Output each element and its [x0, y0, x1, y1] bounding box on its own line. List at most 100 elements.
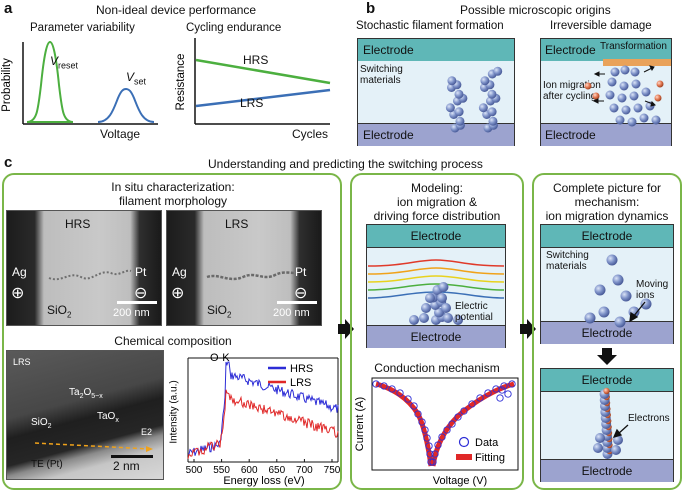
- iv-data-point: [396, 389, 404, 397]
- material-particle: [617, 93, 627, 103]
- tem-hrs-scale-label: 200 nm: [113, 307, 150, 319]
- tem-hrs-scalebar: [117, 301, 157, 304]
- damage-title: Irreversible damage: [550, 20, 652, 32]
- panel-a-plots: Probability Resistance: [1, 38, 331, 125]
- material-particle: [610, 67, 620, 77]
- material-particle: [627, 117, 637, 127]
- complete1-particles: [584, 254, 652, 328]
- arrows-overlay: [612, 301, 646, 439]
- iv-data-point: [443, 426, 451, 434]
- iv-data-point: [380, 382, 388, 390]
- iv-fit-left-branch: [375, 381, 434, 467]
- iv-data-point: [372, 380, 380, 388]
- material-particle: [615, 115, 625, 125]
- damage-bottom-electrode-label: Electrode: [545, 128, 596, 142]
- transformation-label: Transformation: [600, 41, 667, 52]
- tem-hrs-ag: Ag: [12, 265, 27, 279]
- iv-data-point: [423, 434, 431, 442]
- stochastic-bottom-electrode: Electrode: [358, 123, 514, 146]
- eels-xtick-label: 500: [186, 465, 203, 476]
- complete1-top-electrode: Electrode: [541, 225, 673, 248]
- ion-migration-arrows: [592, 65, 656, 107]
- material-particle: [639, 113, 649, 123]
- material-particle: [629, 91, 639, 101]
- hrtem-taox-label: TaOx: [97, 411, 119, 424]
- hrtem-scalebar: [111, 455, 153, 458]
- variability-ylabel: Probability: [1, 58, 13, 112]
- material-particle: [454, 107, 464, 117]
- tem-image-lrs: LRS Ag Pt ⊕ ⊖ SiO2 200 nm: [166, 210, 322, 326]
- damage-bottom-electrode: Electrode: [541, 123, 671, 146]
- modeling-bottom-electrode-label: Electrode: [410, 330, 462, 344]
- potential-lines: [367, 259, 505, 325]
- tem-hrs-filament: [48, 269, 132, 281]
- iv-ylabel: Current (A): [354, 397, 366, 451]
- iv-data-point: [414, 410, 422, 418]
- material-particle: [619, 81, 629, 91]
- material-particle: [438, 282, 449, 292]
- material-particle: [651, 115, 661, 125]
- set-distribution-curve: [97, 87, 155, 123]
- material-particle: [437, 293, 447, 303]
- material-particle: [641, 87, 651, 97]
- material-particle: [425, 293, 435, 303]
- material-particle: [640, 298, 652, 310]
- panel-b-title: Possible microscopic origins: [460, 3, 611, 17]
- down-arrow-icon: [597, 348, 617, 365]
- ion-particle: [656, 80, 664, 88]
- panel-a-letter: a: [4, 0, 13, 17]
- material-particle: [633, 103, 643, 113]
- conduction-title: Conduction mechanism: [374, 361, 500, 375]
- lrs-label: LRS: [240, 96, 264, 110]
- chemical-title: Chemical composition: [114, 334, 232, 348]
- eels-xtick-label: 700: [296, 465, 313, 476]
- material-particle: [419, 313, 429, 323]
- complete1-bottom-electrode: Electrode: [541, 321, 673, 344]
- tem-lrs-scalebar: [277, 301, 317, 304]
- material-particle: [480, 76, 490, 86]
- iv-legend-data-swatch: [458, 436, 470, 448]
- vreset-label: Vreset: [50, 54, 79, 71]
- iv-xlabel: Voltage (V): [433, 475, 487, 487]
- iv-legend-data: Data: [475, 437, 499, 449]
- iv-data-point: [425, 442, 433, 450]
- hrtem-lrs-label: LRS: [13, 357, 31, 367]
- iv-data-point: [421, 426, 429, 434]
- endurance-title: Cycling endurance: [186, 22, 282, 34]
- material-particle: [612, 274, 624, 286]
- material-particle: [594, 284, 606, 296]
- eels-lrs-series: [187, 389, 339, 459]
- tem-lrs-state: LRS: [225, 217, 249, 231]
- hrs-line: [195, 58, 331, 85]
- stochastic-top-electrode-label: Electrode: [363, 43, 414, 57]
- stochastic-filament-particles: [445, 66, 503, 133]
- material-particle: [605, 90, 615, 100]
- endurance-xlabel: Cycles: [292, 127, 329, 141]
- material-particle: [631, 79, 641, 89]
- iv-data-point: [504, 390, 512, 398]
- panel-a-title: Non-ideal device performance: [96, 3, 257, 17]
- endurance-ylabel: Resistance: [175, 54, 187, 111]
- iv-data-points: [372, 380, 516, 466]
- iv-data-point: [429, 458, 437, 466]
- iv-data-point: [484, 389, 492, 397]
- hrtem-ta2o5-label: Ta2O5−x: [69, 387, 103, 400]
- tem-lrs-minus-icon: ⊖: [294, 285, 308, 302]
- eels-legend-hrs: HRS: [290, 363, 313, 375]
- material-particle: [447, 76, 457, 86]
- hrs-label: HRS: [243, 53, 269, 67]
- hrtem-e2-label: E2: [141, 427, 153, 437]
- lrs-line: [195, 88, 331, 108]
- eels-xlabel: Energy loss (eV): [223, 475, 304, 487]
- material-particle: [620, 290, 632, 302]
- eels-peak-label: O-K: [210, 352, 230, 364]
- material-particle: [454, 89, 464, 99]
- hrtem-sio2-label: SiO2: [31, 417, 52, 430]
- panel-b-letter: b: [366, 0, 376, 17]
